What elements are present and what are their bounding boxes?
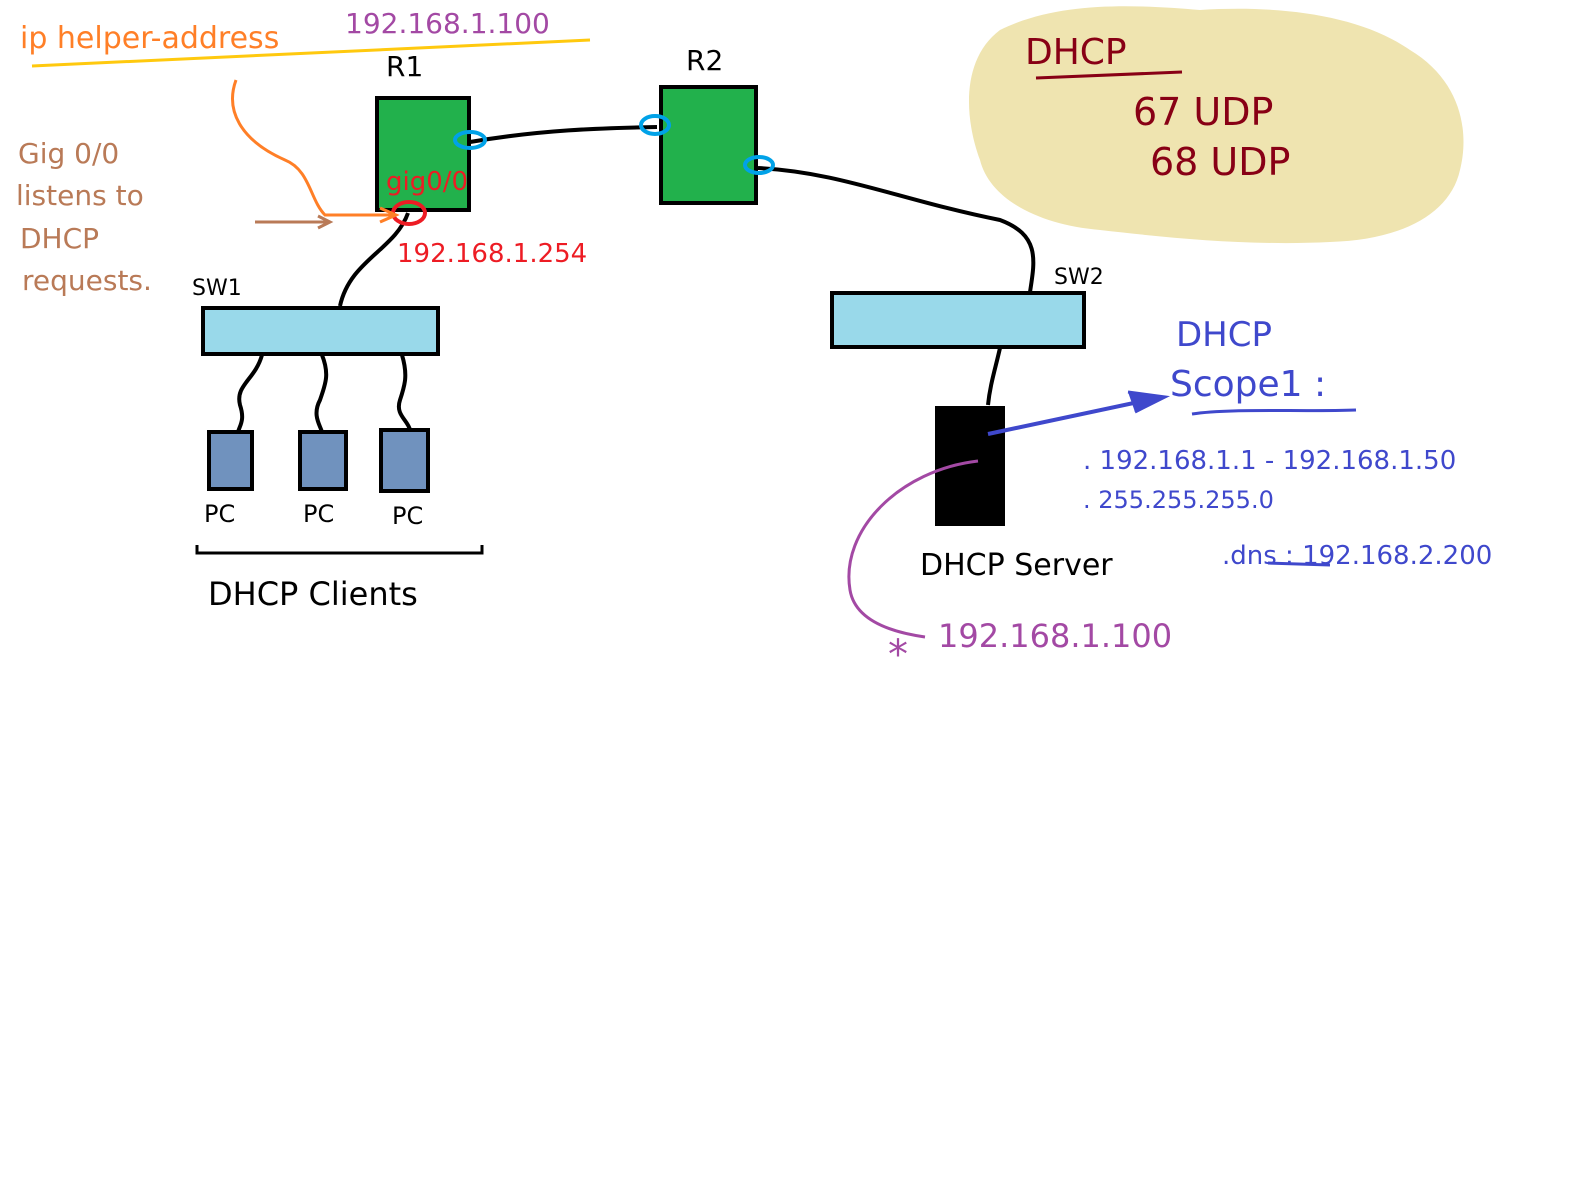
sw2-label: SW2 <box>1054 265 1104 290</box>
pc-1[interactable] <box>207 430 254 491</box>
dhcp-ports-cloud <box>968 6 1464 244</box>
gig-note-line2: listens to <box>16 179 144 212</box>
r1-ip-label: 192.168.1.254 <box>397 239 587 269</box>
gig-iface-label: gig0/0 <box>386 167 468 197</box>
switch-sw1[interactable] <box>201 306 440 356</box>
router-r1[interactable] <box>375 96 471 212</box>
scope-range: . 192.168.1.1 - 192.168.1.50 <box>1083 446 1456 476</box>
helper-underline <box>31 38 591 68</box>
scope-dns: .dns : 192.168.2.200 <box>1222 541 1492 571</box>
clients-label: DHCP Clients <box>208 575 418 613</box>
router-r2[interactable] <box>659 85 758 205</box>
switch-sw2[interactable] <box>830 291 1086 349</box>
gig-note-arrowhead <box>317 214 334 230</box>
pc-2[interactable] <box>298 430 348 491</box>
dhcp-ports-underline <box>1035 70 1183 80</box>
helper-cmd-label: ip helper-address <box>20 21 279 56</box>
helper-ip-label: 192.168.1.100 <box>345 7 550 40</box>
r2-sw2-cable <box>757 166 1036 293</box>
server-ip-label: 192.168.1.100 <box>938 617 1172 655</box>
helper-arrowhead <box>379 206 400 224</box>
dns-underline <box>1267 561 1331 567</box>
gig-note-line1: Gig 0/0 <box>18 137 119 170</box>
server-label: DHCP Server <box>920 548 1113 583</box>
server-ip-curve <box>847 459 979 639</box>
gig-note-line3: DHCP <box>20 222 99 255</box>
clients-bracket <box>195 545 484 555</box>
sw1-label: SW1 <box>192 276 242 301</box>
r2-label: R2 <box>686 44 723 77</box>
sw2-server-cable <box>986 347 1002 406</box>
star-mark: * <box>888 632 908 678</box>
dhcp-server[interactable] <box>935 406 1005 526</box>
port-67-label: 67 UDP <box>1133 90 1273 134</box>
r2-port-to-sw2 <box>743 155 775 175</box>
r1-port-to-r2 <box>453 130 487 150</box>
sw1-pc3-cable <box>396 354 412 431</box>
r1-r2-cable <box>469 125 658 144</box>
gig-note-line4: requests. <box>22 264 152 297</box>
pc2-label: PC <box>303 500 334 528</box>
scope-title-line2: Scope1 : <box>1170 364 1326 405</box>
pc3-label: PC <box>392 502 423 530</box>
pc-3[interactable] <box>379 428 430 493</box>
sw1-pc1-cable <box>236 354 264 433</box>
sw1-pc2-cable <box>314 354 329 433</box>
helper-arrow <box>231 79 395 217</box>
scope-mask: . 255.255.255.0 <box>1083 486 1274 514</box>
pc1-label: PC <box>204 500 235 528</box>
port-68-label: 68 UDP <box>1150 140 1290 184</box>
dhcp-ports-title: DHCP <box>1025 32 1127 73</box>
scope-underline <box>1191 408 1357 416</box>
r1-label: R1 <box>386 50 423 83</box>
r2-port-to-r1 <box>639 114 671 136</box>
scope-title-line1: DHCP <box>1176 315 1272 355</box>
scope-arrowhead <box>1127 390 1171 414</box>
